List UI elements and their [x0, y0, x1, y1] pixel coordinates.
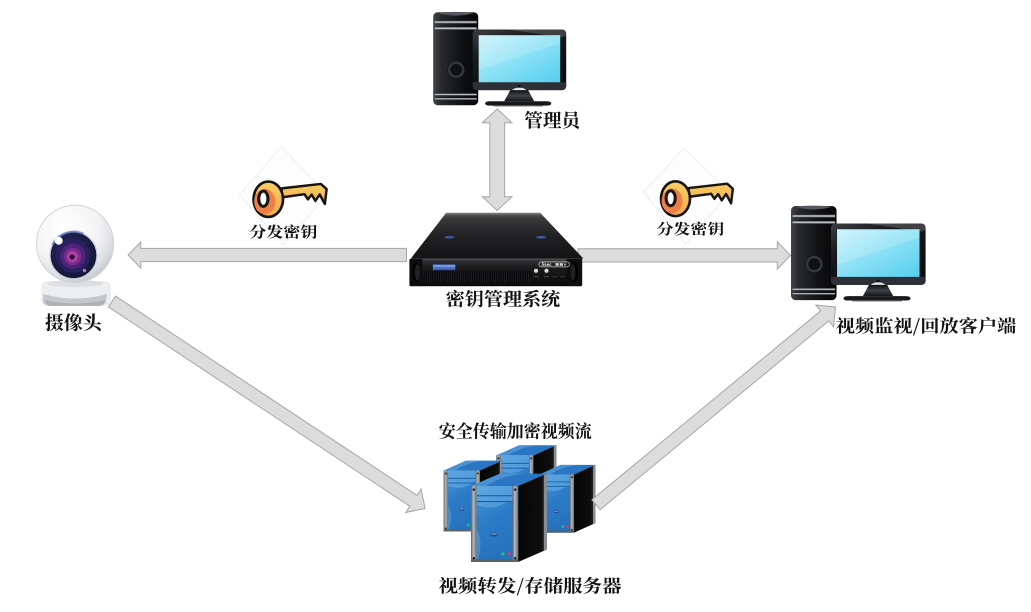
svg-text:fisec: fisec: [542, 262, 553, 267]
